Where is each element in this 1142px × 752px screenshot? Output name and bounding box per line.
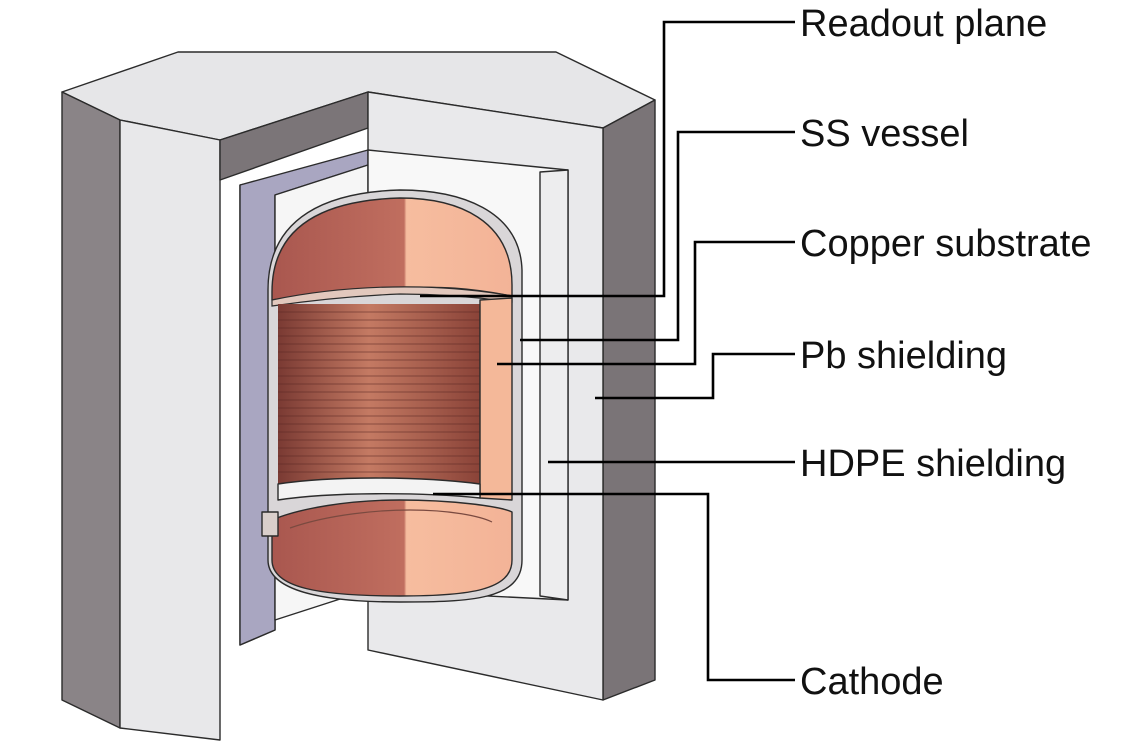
leader-readout-plane — [420, 20, 795, 298]
label-hdpe-shielding: HDPE shielding — [800, 443, 1066, 485]
label-pb-shielding: Pb shielding — [800, 335, 1007, 377]
copper-vessel — [261, 197, 513, 597]
copper-substrate-wall — [479, 297, 513, 501]
leader-pb-shielding — [595, 352, 795, 400]
label-cathode: Cathode — [800, 661, 944, 703]
leader-cathode — [433, 492, 795, 682]
label-copper-substrate: Copper substrate — [800, 223, 1092, 265]
leader-lines — [420, 20, 795, 682]
field-cage-rings — [278, 304, 480, 484]
field-cage-ring-lines — [278, 311, 480, 473]
cathode-plate — [277, 477, 481, 501]
label-readout-plane: Readout plane — [800, 3, 1047, 45]
copper-bottom-dome — [271, 499, 513, 597]
shield-left-bevel — [61, 91, 121, 729]
leader-copper-substrate — [497, 240, 795, 366]
vessel-flange — [261, 511, 279, 537]
label-ss-vessel: SS vessel — [800, 113, 969, 155]
leader-ss-vessel — [520, 130, 795, 342]
inner-hdpe-right-wall — [539, 169, 569, 601]
callout-labels: Readout plane SS vessel Copper substrate… — [800, 3, 1092, 703]
shield-left-face — [119, 119, 221, 741]
shield-right-bevel — [602, 99, 656, 701]
bottom-dome-rim — [289, 509, 493, 529]
